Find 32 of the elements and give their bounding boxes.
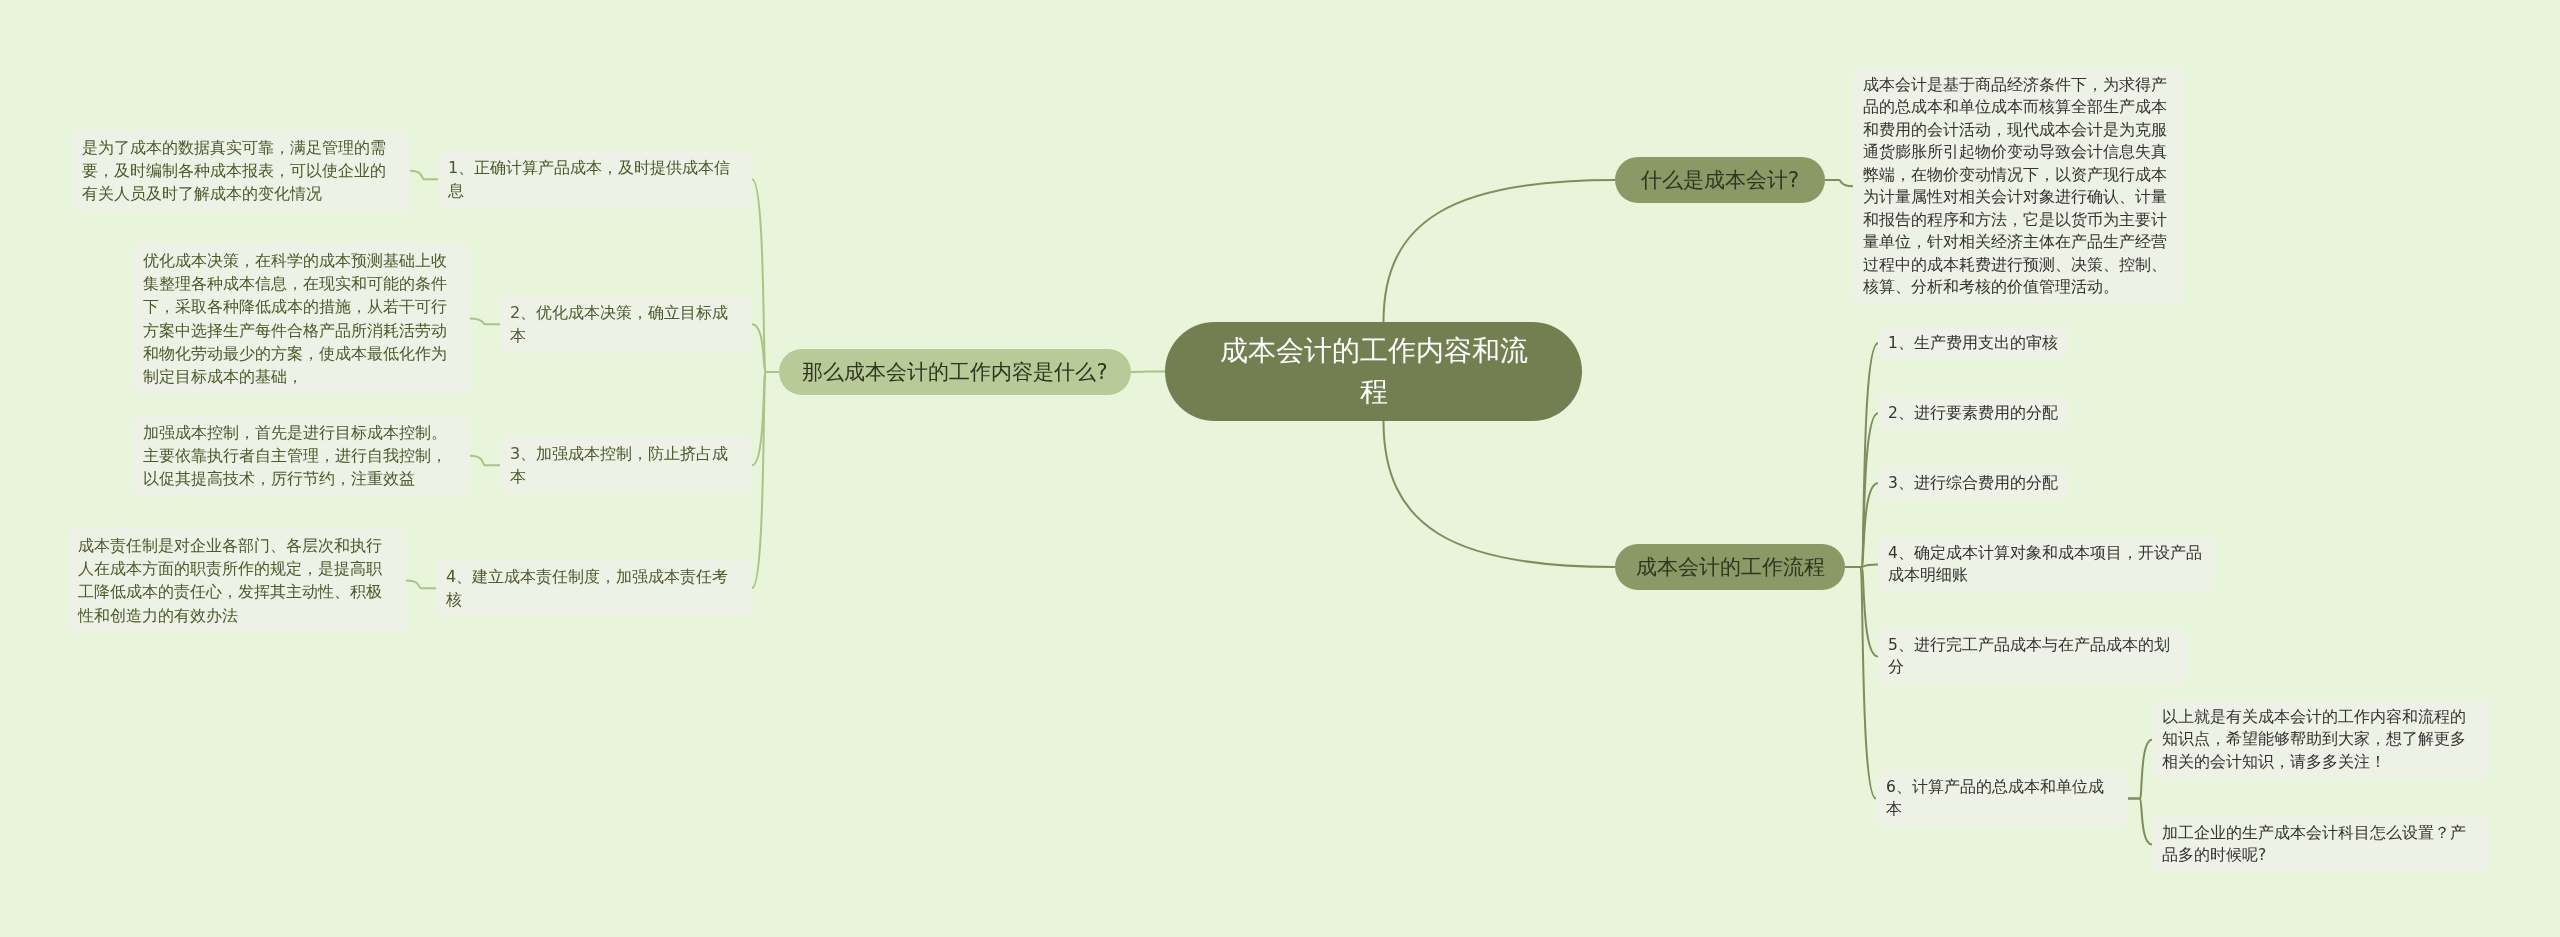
- text-card: 1、生产费用支出的审核: [1878, 326, 2068, 361]
- topic-box: 成本会计的工作流程: [1615, 544, 1845, 590]
- text-card: 3、加强成本控制，防止挤占成本: [500, 436, 752, 495]
- central-topic: 成本会计的工作内容和流程: [1165, 322, 1582, 421]
- text-card: 加工企业的生产成本会计科目怎么设置？产品多的时候呢?: [2152, 816, 2490, 873]
- text-card: 1、正确计算产品成本，及时提供成本信息: [438, 150, 752, 209]
- text-card: 2、优化成本决策，确立目标成本: [500, 295, 752, 354]
- text-card: 6、计算产品的总成本和单位成本: [1876, 770, 2128, 827]
- text-card: 以上就是有关成本会计的工作内容和流程的知识点，希望能够帮助到大家，想了解更多相关的会计知识，请多多关注！: [2152, 700, 2490, 780]
- topic-box: 那么成本会计的工作内容是什么?: [779, 349, 1131, 395]
- text-card: 4、建立成本责任制度，加强成本责任考核: [436, 559, 752, 618]
- connector-line: [405, 579, 437, 590]
- text-card: 3、进行综合费用的分配: [1878, 466, 2068, 501]
- topic-box: 什么是成本会计?: [1615, 157, 1825, 203]
- text-card: 是为了成本的数据真实可靠，满足管理的需要，及时编制各种成本报表，可以使企业的有关人员及时了解成本的变化情况: [72, 130, 410, 212]
- text-card: 5、进行完工产品成本与在产品成本的划分: [1878, 628, 2188, 685]
- connector-line: [1824, 179, 1854, 188]
- connector-line: [469, 454, 501, 467]
- connector-line: [2127, 797, 2153, 846]
- text-card: 4、确定成本计算对象和成本项目，开设产品成本明细账: [1878, 536, 2214, 593]
- connector-line: [1382, 420, 1616, 568]
- text-card: 2、进行要素费用的分配: [1878, 396, 2068, 431]
- connector-line: [469, 317, 501, 326]
- connector-line: [1844, 566, 1877, 800]
- connector-line: [1382, 179, 1616, 323]
- text-card: 成本责任制是对企业各部门、各层次和执行人在成本方面的职责所作的规定，是提高职工降低成本的责任心，发挥其主动性、积极性和创造力的有效办法: [68, 528, 406, 633]
- text-card: 成本会计是基于商品经济条件下，为求得产品的总成本和单位成本而核算全部生产成本和费用的会计活动，现代成本会计是为克服通货膨胀所引起物价变动导致会计信息失真弊端，在物价变动情况下，以资产现行成本为计量属性对相关会计对象进行确认、计量和报告的程序和方法，它是以货币为主要计量单位，针对相关经济主体在产品生产经营过程中的成本耗费进行预测、决策、控制、核算、分析和考核的价值管理活动。: [1853, 68, 2185, 305]
- connector-line: [751, 371, 780, 590]
- connector-line: [409, 169, 439, 181]
- text-card: 优化成本决策，在科学的成本预测基础上收集整理各种成本信息，在现实和可能的条件下，采取各种降低成本的措施，从若干可行方案中选择生产每件合格产品所消耗活劳动和物化劳动最少的方案，使成本最低化作为制定目标成本的基础，: [133, 243, 470, 395]
- text-card: 加强成本控制，首先是进行目标成本控制。主要依靠执行者自主管理，进行自我控制，以促其提高技术，厉行节约，注重效益: [133, 415, 470, 497]
- connector-line: [1130, 370, 1166, 373]
